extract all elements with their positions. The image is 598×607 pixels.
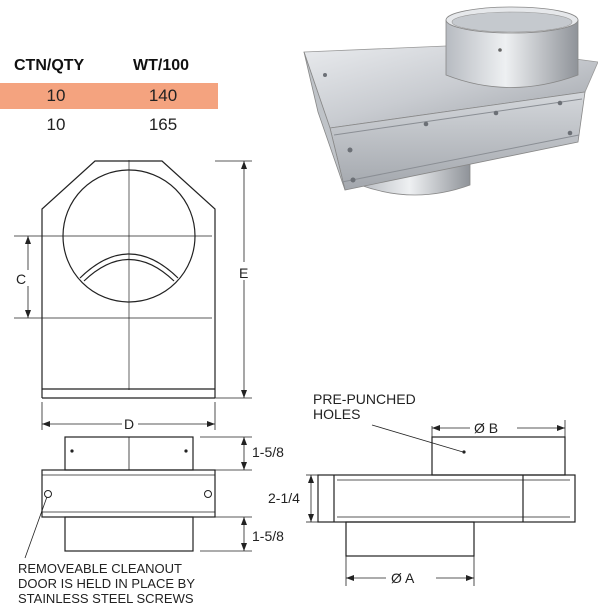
header-wt-100: WT/100 bbox=[133, 57, 190, 74]
dim-top-collar-label: 1-5/8 bbox=[252, 444, 284, 460]
front-view bbox=[14, 160, 252, 430]
cell-wt-100: 140 bbox=[148, 86, 178, 105]
dim-a-label: Ø A bbox=[391, 570, 415, 586]
product-photo bbox=[303, 6, 598, 196]
door-note-line3: STAINLESS STEEL SCREWS bbox=[18, 591, 194, 606]
cell-ctn-qty: 10 bbox=[46, 86, 66, 105]
dim-d-label: D bbox=[124, 416, 134, 432]
spec-table-header: CTN/QTY WT/100 bbox=[0, 52, 218, 78]
door-note-line2: DOOR IS HELD IN PLACE BY bbox=[18, 576, 195, 591]
spec-row: 10 165 bbox=[0, 112, 218, 138]
holes-note-line2: HOLES bbox=[313, 406, 360, 422]
header-ctn-qty: CTN/QTY bbox=[14, 57, 85, 74]
profile-view bbox=[306, 420, 576, 586]
side-view bbox=[24, 436, 252, 559]
door-note-line1: REMOVEABLE CLEANOUT bbox=[18, 561, 182, 576]
dim-c-label: C bbox=[16, 271, 26, 287]
cell-ctn-qty: 10 bbox=[46, 115, 66, 134]
holes-note-line1: PRE-PUNCHED bbox=[313, 391, 416, 407]
spec-row: 10 140 bbox=[0, 83, 218, 109]
cell-wt-100: 165 bbox=[148, 115, 178, 134]
dim-body-height-label: 2-1/4 bbox=[268, 490, 300, 506]
dim-bottom-collar-label: 1-5/8 bbox=[252, 528, 284, 544]
dim-b-label: Ø B bbox=[474, 420, 498, 436]
dim-e-label: E bbox=[239, 265, 248, 281]
